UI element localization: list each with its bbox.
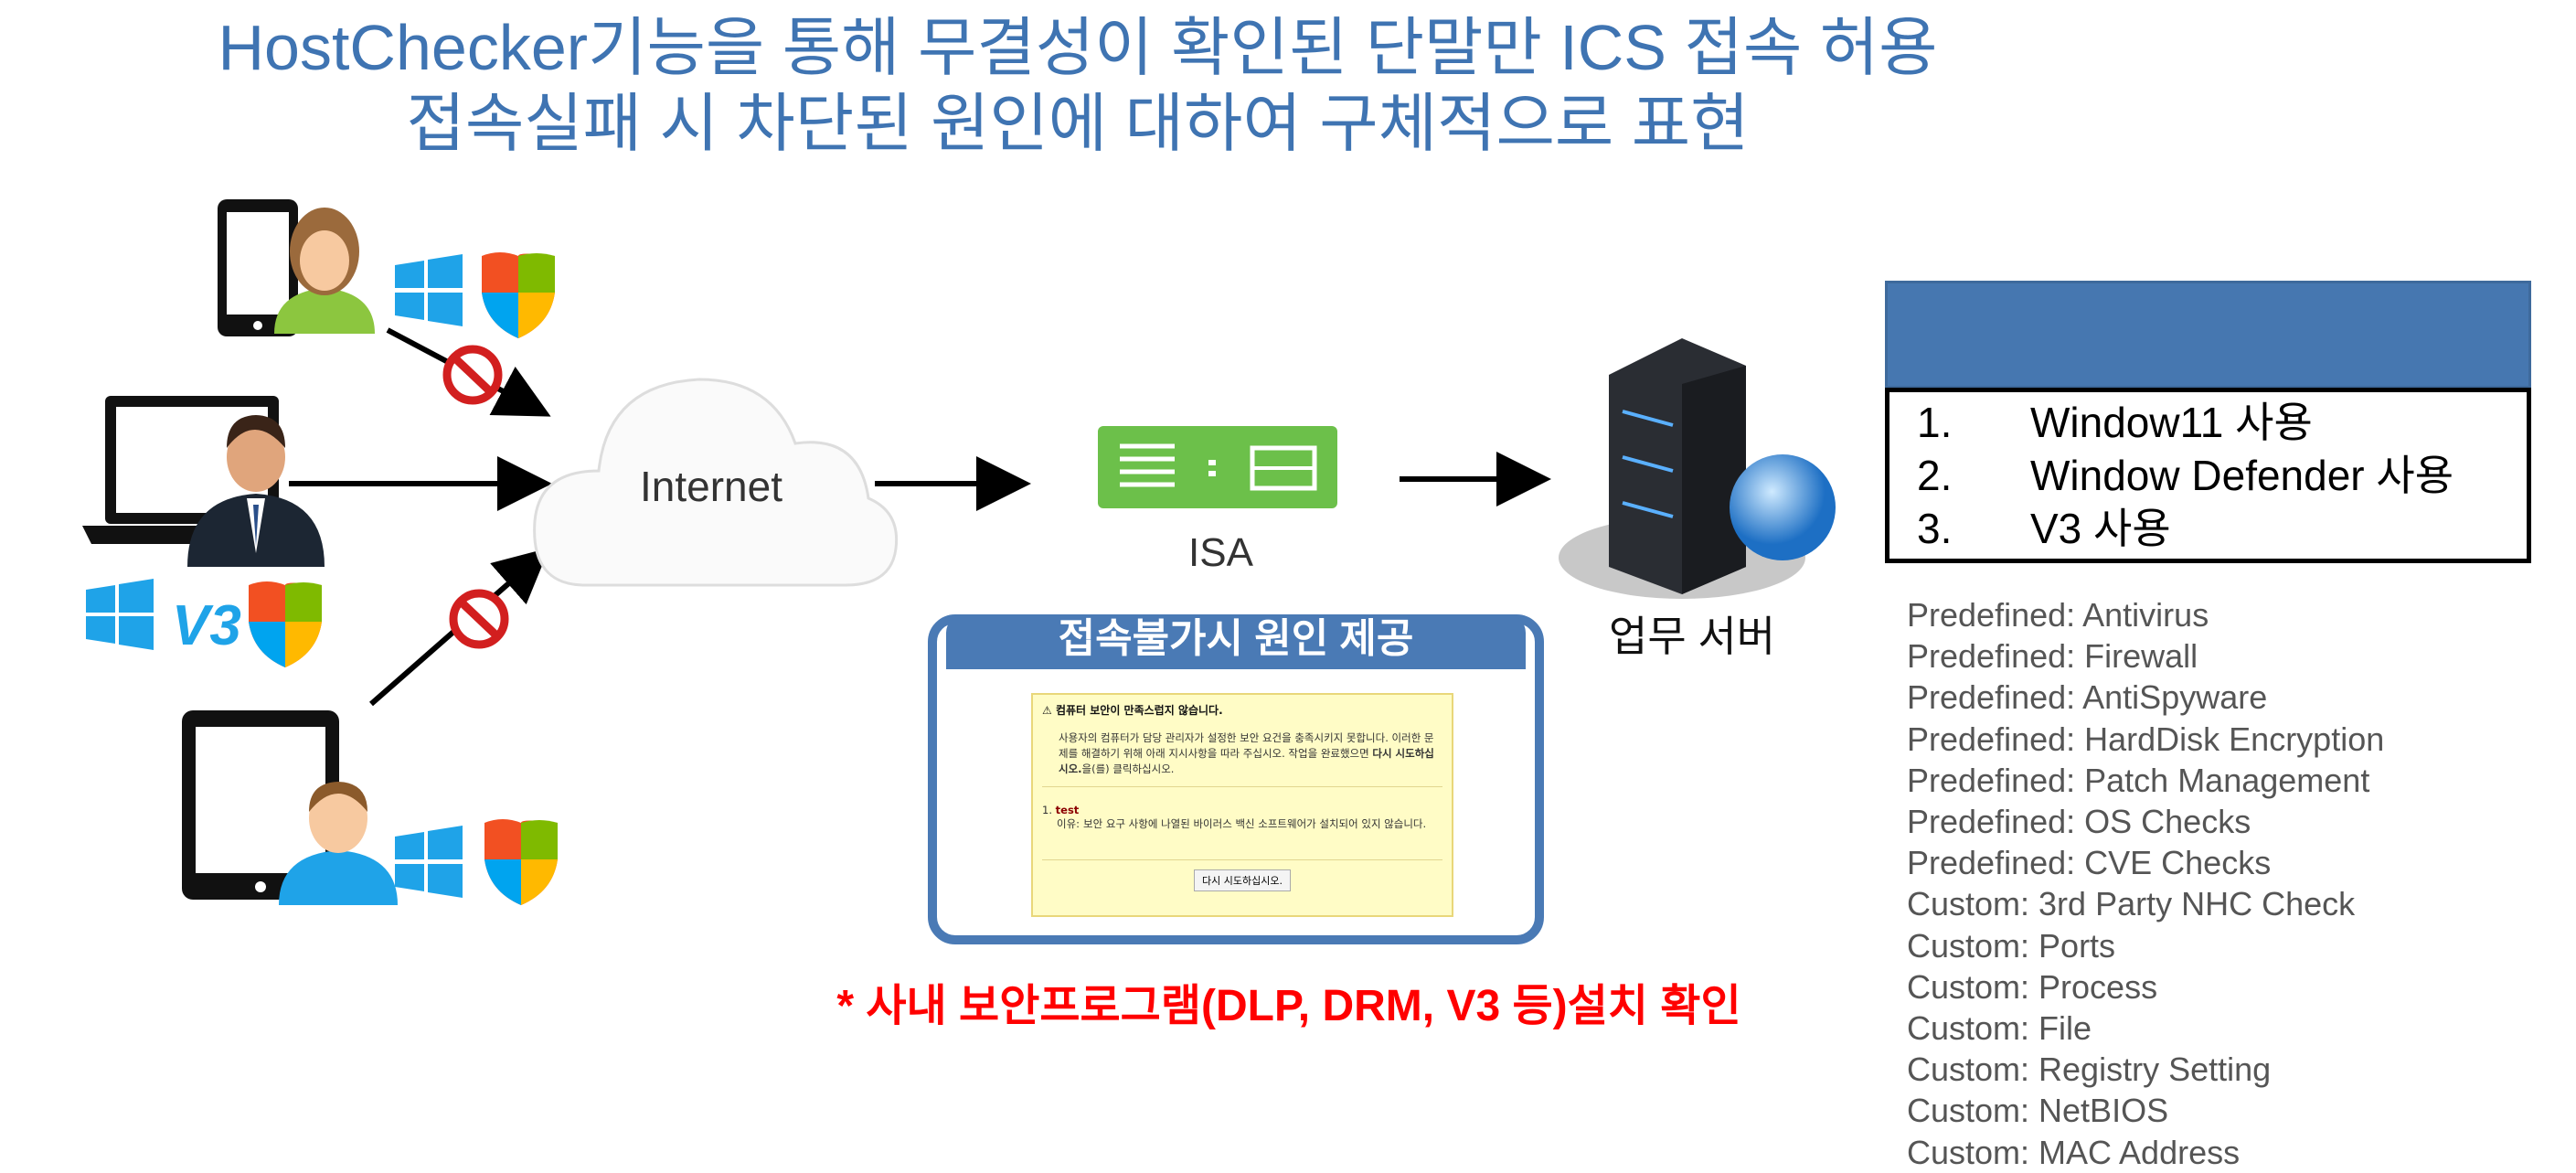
check-item: Custom: Ports — [1907, 926, 2116, 965]
windows-logo-icon — [395, 254, 463, 326]
policy-name: test — [1055, 804, 1080, 816]
retry-button[interactable]: 다시 시도하십시오. — [1194, 869, 1291, 891]
item-number: 3. — [1917, 505, 1953, 552]
item-number: 1. — [1042, 804, 1052, 816]
requirement-item: 3. V3 사용 — [1917, 502, 2527, 555]
svg-text:V3: V3 — [172, 594, 241, 657]
check-item: Custom: NetBIOS — [1907, 1092, 2169, 1130]
item-number: 1. — [1917, 399, 1953, 446]
failure-reason: 이유:보안 요구 사항에 나열된 바이러스 백신 소프트웨어가 설치되어 있지 … — [1042, 816, 1442, 832]
check-item: Predefined: Antivirus — [1907, 596, 2209, 634]
check-item: Predefined: HardDisk Encryption — [1907, 720, 2385, 758]
windows-security-shield-icon — [249, 581, 322, 667]
check-type-list: Predefined: Antivirus Predefined: Firewa… — [1907, 594, 2384, 1173]
warning-message: 사용자의 컴퓨터가 담당 관리자가 설정한 보안 요건을 충족시키지 못합니다.… — [1042, 730, 1442, 777]
hostchecker-warning-panel: ⚠ 컴퓨터 보안이 만족스럽지 않습니다. 사용자의 컴퓨터가 담당 관리자가 … — [1031, 693, 1453, 917]
warning-icon: ⚠ — [1042, 704, 1052, 717]
message-text: 사용자의 컴퓨터가 담당 관리자가 설정한 보안 요건을 충족시키지 못합니다.… — [1059, 731, 1434, 760]
divider — [1042, 786, 1442, 787]
windows-logo-icon — [395, 826, 463, 898]
isa-label: ISA — [1188, 530, 1253, 575]
smartphone-icon — [218, 199, 298, 336]
warning-title: ⚠ 컴퓨터 보안이 만족스럽지 않습니다. — [1042, 702, 1442, 718]
check-item: Custom: MAC Address — [1907, 1133, 2241, 1171]
callout-heading: 접속불가시 원인 제공 — [946, 614, 1526, 669]
reason-text: 보안 요구 사항에 나열된 바이러스 백신 소프트웨어가 설치되어 있지 않습니… — [1083, 817, 1427, 830]
isa-gateway-icon — [1098, 426, 1337, 508]
blocked-icon — [442, 345, 503, 405]
check-item: Custom: Process — [1907, 967, 2158, 1006]
item-text: Window11 사용 — [2030, 399, 2313, 446]
check-item: Predefined: CVE Checks — [1907, 844, 2272, 882]
item-text: Window Defender 사용 — [2030, 452, 2454, 499]
check-item: Custom: File — [1907, 1009, 2092, 1048]
windows-security-shield-icon — [484, 819, 558, 905]
divider — [1042, 859, 1442, 860]
v3-antivirus-logo-icon: V3 — [172, 594, 241, 657]
title-line-1: HostChecker기능을 통해 무결성이 확인된 단말만 ICS 접속 허용 — [218, 12, 1938, 83]
internet-label: Internet — [640, 463, 782, 510]
windows-security-shield-icon — [482, 252, 555, 338]
internet-cloud-icon — [533, 378, 899, 587]
requirements-list: 1. Window11 사용 2. Window Defender 사용 3. V3 … — [1885, 388, 2531, 563]
reason-label: 이유: — [1057, 817, 1080, 830]
male-user-avatar — [279, 782, 398, 905]
check-item: Predefined: AntiSpyware — [1907, 678, 2268, 717]
check-item: Predefined: Patch Management — [1907, 761, 2370, 799]
requirement-item: 1. Window11 사용 — [1917, 396, 2527, 449]
requirement-item: 2. Window Defender 사용 — [1917, 449, 2527, 502]
windows-logo-icon — [86, 579, 154, 650]
title-line-2: 접속실패 시 차단된 원인에 대하여 구체적으로 표현 — [406, 88, 1750, 159]
check-item: Predefined: OS Checks — [1907, 803, 2251, 841]
server-icon — [1559, 338, 1836, 599]
check-item: Custom: Registry Setting — [1907, 1050, 2272, 1089]
item-text: V3 사용 — [2030, 505, 2171, 552]
blocked-icon — [449, 589, 509, 649]
item-number: 2. — [1917, 452, 1953, 499]
female-user-avatar — [274, 208, 375, 334]
businessman-avatar — [187, 415, 325, 567]
message-text: 을(를) 클릭하십시오. — [1081, 762, 1175, 775]
security-program-note: * 사내 보안프로그램(DLP, DRM, V3 등)설치 확인 — [836, 982, 1741, 1030]
check-item: Predefined: Firewall — [1907, 637, 2198, 676]
message-bold: 다시 시도하십시오. — [1059, 747, 1434, 775]
failed-policy-item: 1. test — [1042, 804, 1442, 816]
tablet-icon — [182, 710, 339, 900]
warning-title-text: 컴퓨터 보안이 만족스럽지 않습니다. — [1055, 704, 1223, 717]
check-item: Custom: 3rd Party NHC Check — [1907, 885, 2356, 923]
server-label: 업무 서버 — [1609, 613, 1776, 660]
requirements-header — [1885, 281, 2531, 389]
